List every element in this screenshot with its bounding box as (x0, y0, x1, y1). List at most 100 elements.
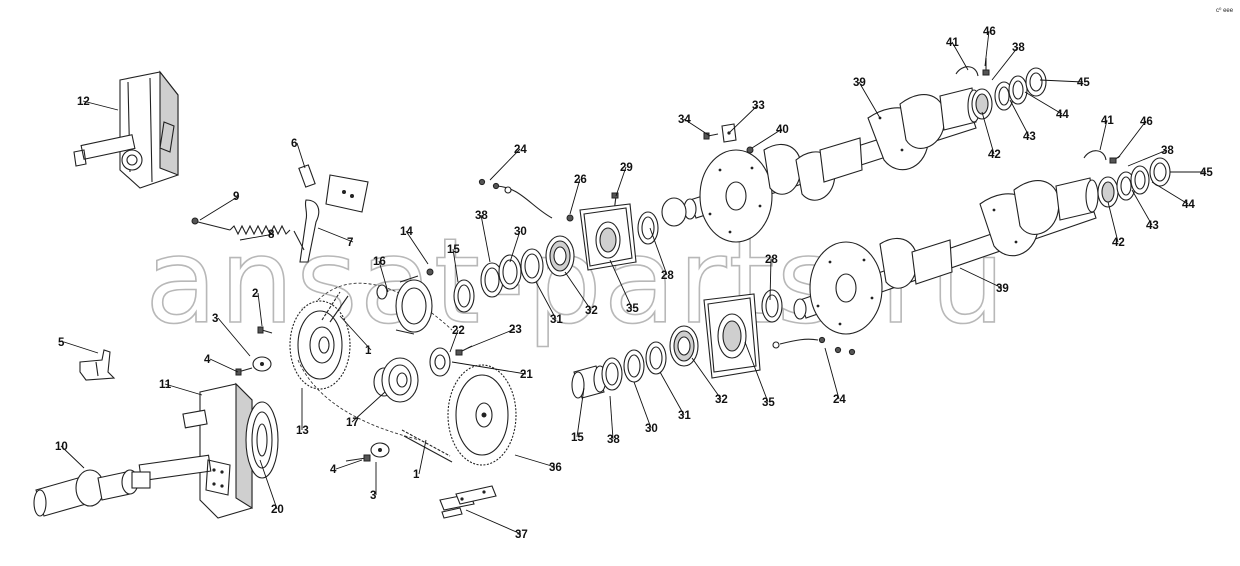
callout-c39a: 39 (853, 77, 866, 89)
callout-c29: 29 (620, 162, 633, 174)
callout-c12: 12 (77, 96, 90, 108)
leader-line-c14 (405, 230, 429, 265)
ring-15-lower (571, 365, 607, 399)
collar-16 (376, 275, 433, 335)
callout-c30b: 30 (645, 423, 658, 435)
bolt-2 (257, 326, 273, 334)
leader-line-c39b (959, 267, 1003, 289)
ring-45-upper (1025, 67, 1047, 97)
bearing-32-lower (669, 325, 699, 367)
leader-line-c41b (1099, 119, 1108, 151)
callout-c13: 13 (296, 425, 309, 437)
callout-c35a: 35 (626, 303, 639, 315)
callout-c32a: 32 (585, 305, 598, 317)
callout-c45b: 45 (1200, 167, 1213, 179)
ring-44-upper (1008, 75, 1028, 105)
callout-c39b: 39 (996, 283, 1009, 295)
leader-line-c12 (82, 100, 119, 111)
callout-c15b: 15 (571, 432, 584, 444)
callout-c42b: 42 (1112, 237, 1125, 249)
callout-c20: 20 (271, 504, 284, 516)
leader-line-c35a (609, 259, 633, 309)
leader-line-c3a (217, 317, 251, 357)
leader-line-c7 (317, 227, 354, 243)
auger-39-lower (793, 177, 1099, 335)
callout-c5: 5 (58, 337, 65, 349)
callout-c3a: 3 (212, 313, 218, 325)
ring-38-lower (601, 357, 623, 391)
leader-line-c29 (615, 166, 627, 197)
ring-15-upper (453, 279, 475, 313)
leader-line-c26 (569, 178, 581, 215)
leader-line-c10 (60, 445, 85, 469)
callout-c14: 14 (400, 226, 413, 238)
callout-c33: 33 (752, 100, 765, 112)
pin-14 (426, 268, 434, 276)
hub-17 (373, 357, 419, 403)
leader-line-c34 (683, 118, 711, 137)
callout-c17: 17 (346, 417, 359, 429)
leader-line-c20 (259, 459, 278, 510)
leader-line-c4a (209, 358, 239, 373)
callout-c24a: 24 (514, 144, 527, 156)
callout-c8: 8 (268, 229, 275, 241)
tensioner-arm-7 (298, 164, 369, 263)
leader-line-c41a (951, 41, 969, 71)
clamp-41-upper (955, 66, 979, 77)
leader-line-c46b (1117, 120, 1147, 159)
leader-line-c15b (576, 387, 585, 438)
callout-c22: 22 (452, 325, 465, 337)
nipple-26 (566, 214, 574, 222)
leader-line-c39a (858, 81, 881, 119)
leader-line-c32b (691, 357, 722, 400)
chain-path-upper (317, 282, 453, 331)
leader-line-c28b (769, 258, 772, 301)
callout-c21: 21 (520, 369, 533, 381)
clamp-41-lower (1083, 150, 1107, 161)
ring-28-lower (761, 289, 783, 323)
callout-c31b: 31 (678, 410, 691, 422)
corner-code: c⁰ eee (1216, 7, 1234, 14)
leader-line-c5 (63, 341, 99, 354)
callout-c38c: 38 (1161, 145, 1174, 157)
bearing-42-upper (971, 88, 993, 120)
leader-line-c1b (418, 439, 427, 475)
leader-line-c43b (1131, 189, 1153, 226)
callout-c9: 9 (233, 191, 239, 203)
chain-1-upper (321, 291, 349, 323)
cardan-shaft-10 (33, 469, 151, 517)
callout-c24b: 24 (833, 394, 846, 406)
leader-line-c17 (351, 391, 386, 423)
hub-22 (429, 347, 451, 377)
chain-1-lower (401, 429, 453, 463)
spring-8 (191, 217, 305, 251)
leader-line-c30b (633, 381, 652, 429)
leader-line-c35b (744, 341, 769, 403)
callout-c11: 11 (159, 379, 172, 391)
leader-line-c42a (981, 111, 995, 155)
ring-31-lower (645, 341, 667, 375)
leader-line-c30a (509, 230, 521, 263)
bearing-32-upper (545, 235, 575, 277)
leader-line-c23 (467, 328, 516, 349)
chain-links-37 (439, 485, 497, 519)
leader-line-c1a (339, 315, 372, 351)
callout-c26: 26 (574, 174, 587, 186)
callout-c7: 7 (347, 237, 353, 249)
leader-line-c37 (465, 509, 522, 535)
leader-line-c42b (1107, 201, 1119, 243)
callout-c43b: 43 (1146, 220, 1159, 232)
callout-c45a: 45 (1077, 77, 1090, 89)
bracket-5 (79, 349, 116, 381)
callout-c44b: 44 (1182, 199, 1195, 211)
leader-line-c21 (451, 361, 527, 375)
callout-c43a: 43 (1023, 131, 1036, 143)
callout-c3b: 3 (370, 490, 376, 502)
callout-c15a: 15 (447, 244, 460, 256)
callout-c37: 37 (515, 529, 528, 541)
leader-line-c2 (257, 292, 263, 327)
callout-c38d: 38 (607, 434, 620, 446)
callout-c30a: 30 (514, 226, 527, 238)
